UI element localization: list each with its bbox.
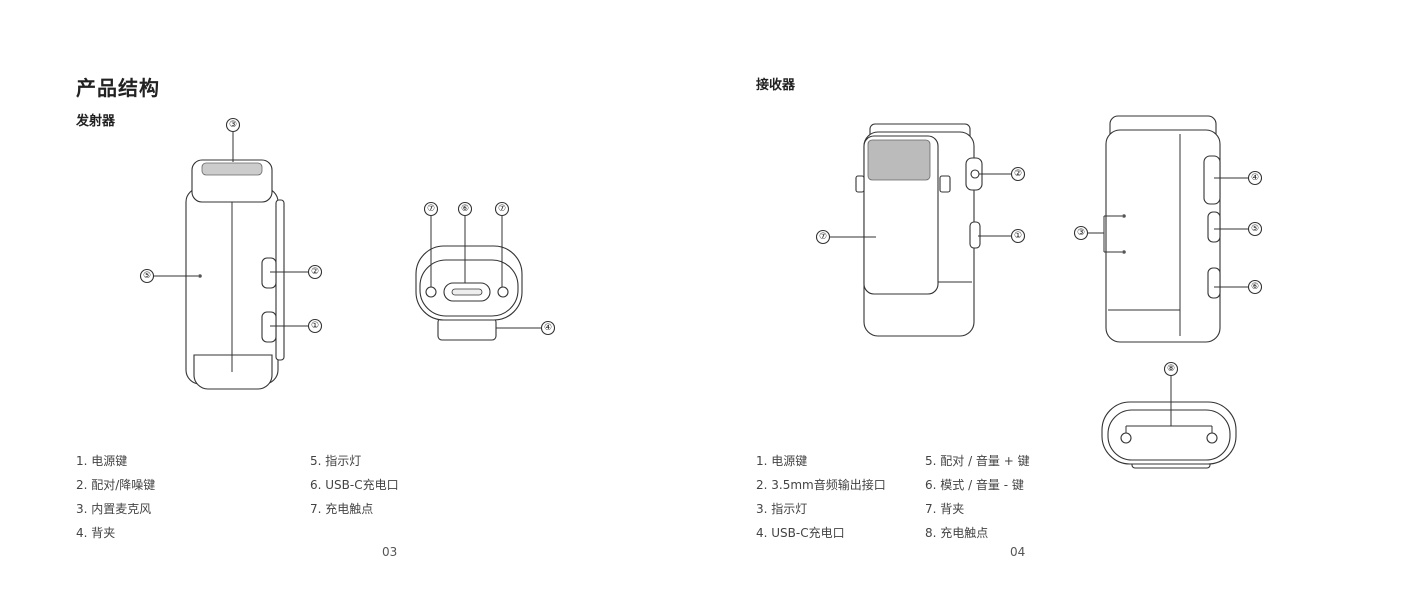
callout-number: ③ — [1077, 228, 1085, 238]
callout-number: ⑥ — [1251, 282, 1259, 292]
list-item: 2. 配对/降噪键 — [76, 476, 155, 493]
list-item: 6. 模式 / 音量 - 键 — [925, 476, 1024, 493]
callout-number: ④ — [544, 323, 552, 333]
callout-number: ④ — [1251, 173, 1259, 183]
list-item: 4. USB-C充电口 — [756, 524, 845, 541]
callout-number: ② — [1014, 169, 1022, 179]
callout-number: ⑤ — [1251, 224, 1259, 234]
list-item: 8. 充电触点 — [925, 524, 988, 541]
list-item: 5. 配对 / 音量 + 键 — [925, 452, 1030, 469]
callout-number: ⑦ — [819, 232, 827, 242]
list-item: 2. 3.5mm音频输出接口 — [756, 476, 886, 493]
list-item: 7. 充电触点 — [310, 500, 373, 517]
callout-number: ① — [1014, 231, 1022, 241]
callout-number: ③ — [229, 120, 237, 130]
list-item: 7. 背夹 — [925, 500, 964, 517]
page-number: 04 — [1010, 545, 1025, 559]
page-number: 03 — [382, 545, 397, 559]
list-item: 6. USB-C充电口 — [310, 476, 399, 493]
callout-number: ⑥ — [461, 204, 469, 214]
callout-number: ⑤ — [143, 271, 151, 281]
callout-number: ⑦ — [498, 204, 506, 214]
list-item: 4. 背夹 — [76, 524, 115, 541]
callout-number: ⑧ — [1167, 364, 1175, 374]
callout-number: ② — [311, 267, 319, 277]
list-item: 3. 内置麦克风 — [76, 500, 151, 517]
callout-number: ⑦ — [427, 204, 435, 214]
list-item: 1. 电源键 — [76, 452, 127, 469]
callout-number: ① — [311, 321, 319, 331]
list-item: 3. 指示灯 — [756, 500, 807, 517]
list-item: 1. 电源键 — [756, 452, 807, 469]
list-item: 5. 指示灯 — [310, 452, 361, 469]
